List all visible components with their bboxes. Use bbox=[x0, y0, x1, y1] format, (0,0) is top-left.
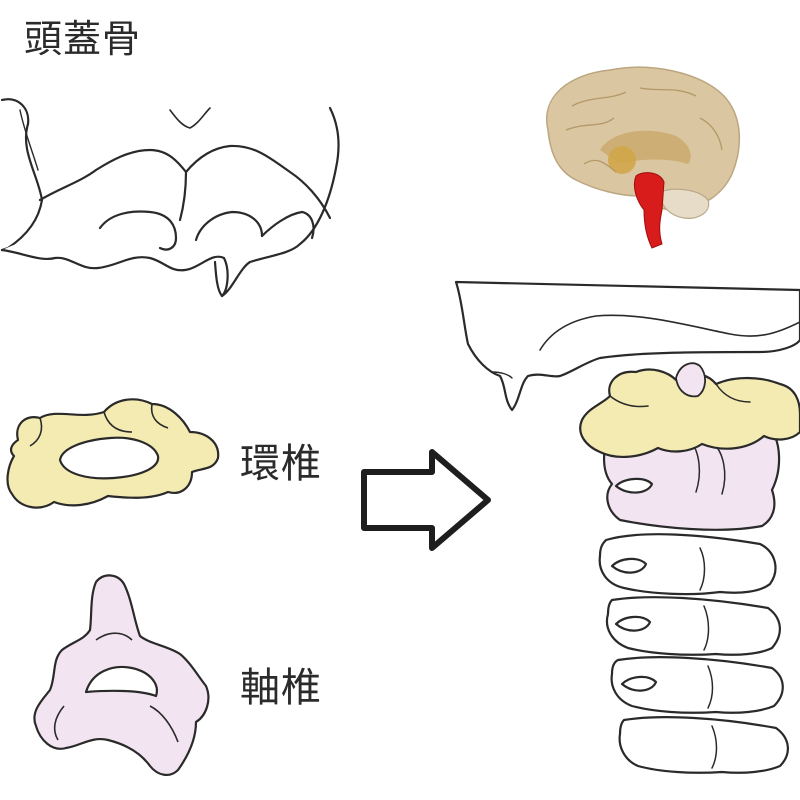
skull-and-spine-illustration bbox=[454, 280, 800, 774]
brain-icon bbox=[545, 66, 741, 249]
axis-illustration bbox=[33, 574, 210, 776]
atlas-label: 環椎 bbox=[240, 441, 322, 487]
atlas-illustration bbox=[6, 398, 220, 509]
skull-illustration bbox=[0, 98, 340, 298]
axis-label: 軸椎 bbox=[240, 665, 322, 711]
skull-label: 頭蓋骨 bbox=[24, 17, 142, 61]
right-arrow-icon bbox=[361, 449, 491, 551]
